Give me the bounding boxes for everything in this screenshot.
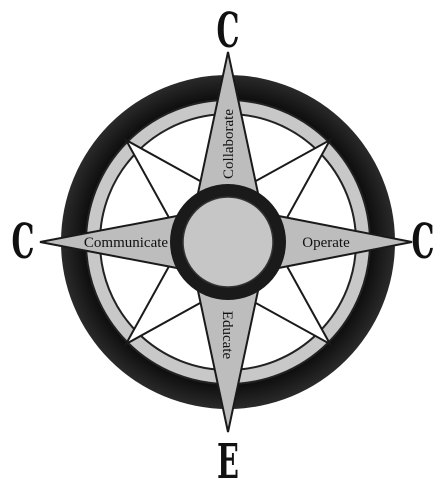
cardinal-east: C — [412, 214, 434, 270]
hub-center — [183, 197, 273, 287]
label-collaborate: Collaborate — [221, 109, 237, 179]
label-educate: Educate — [219, 311, 235, 360]
label-operate: Operate — [302, 235, 350, 251]
cardinal-north: C — [217, 3, 240, 59]
cardinal-west: C — [12, 214, 35, 270]
cardinal-south: E — [217, 434, 239, 482]
label-communicate: Communicate — [84, 235, 168, 251]
